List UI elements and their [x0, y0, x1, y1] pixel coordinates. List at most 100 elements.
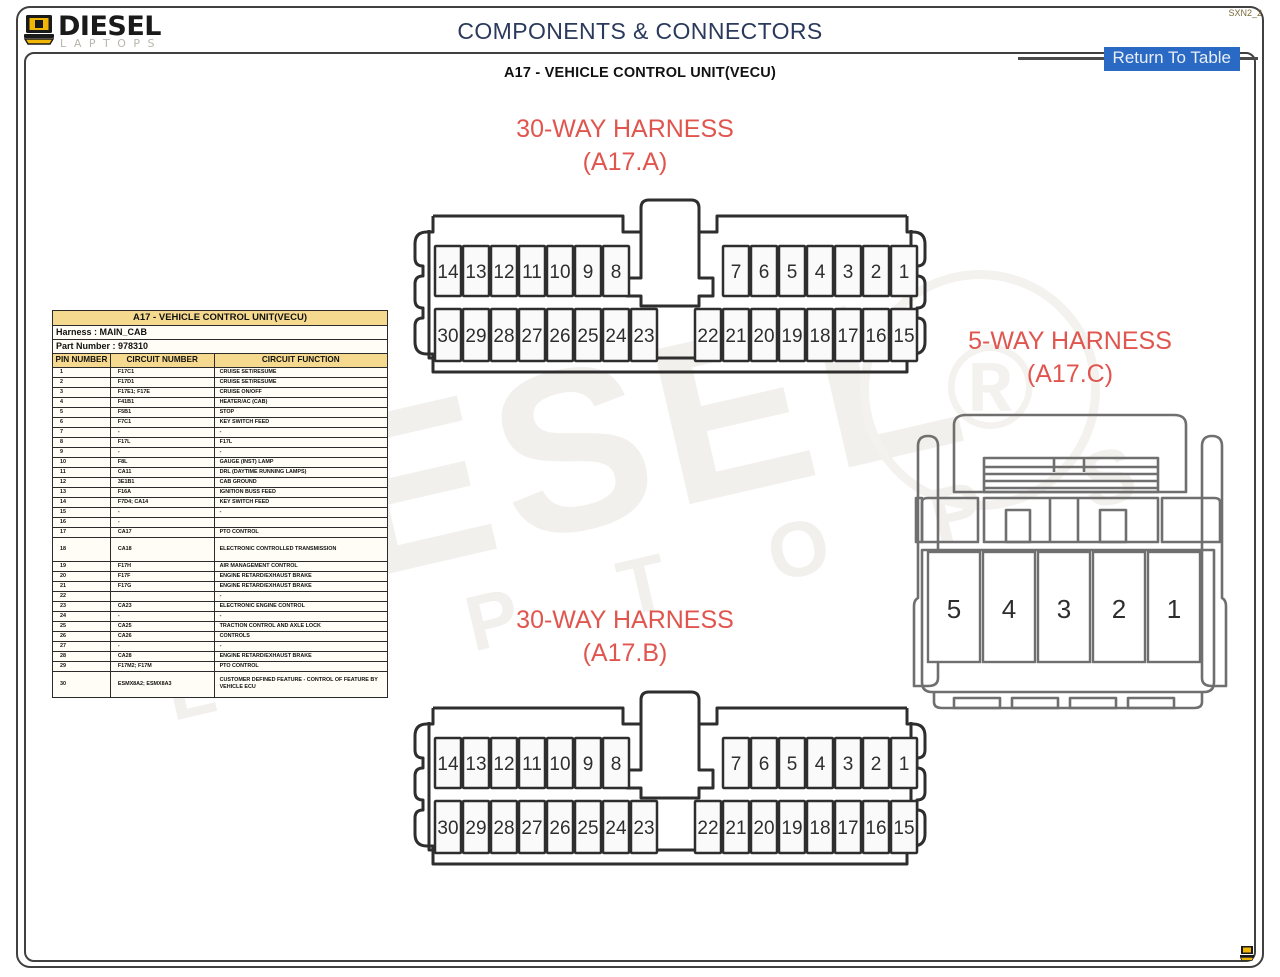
cell-function: CRUISE ON/OFF: [213, 386, 389, 398]
pin-label: 2: [871, 262, 882, 283]
cell-pin: 2: [52, 376, 111, 388]
pin-label: 5: [787, 754, 798, 775]
cell-pin: 26: [52, 630, 111, 642]
harness-label-a-line2: (A17.A): [582, 147, 668, 176]
harness-label-c: 5-WAY HARNESS (A17.C): [910, 325, 1230, 390]
cell-pin: 22: [52, 590, 111, 602]
cell-circuit: CA18: [109, 536, 215, 562]
cell-pin: 24: [52, 610, 111, 622]
harness-label-b-line1: 30-WAY HARNESS: [516, 606, 734, 634]
cell-circuit: F17C1: [109, 366, 215, 378]
cell-circuit: F8L: [109, 456, 215, 468]
pin-label: 26: [549, 818, 570, 839]
connector-diagram-30way-a: 14 13 12 11 10 9 8 7 6 5 4 3 2 1 30 29 2…: [413, 198, 927, 374]
column-header-pin: PIN NUMBER: [52, 353, 111, 368]
cell-pin: 8: [52, 436, 111, 448]
cell-circuit: CA17: [109, 526, 215, 538]
pin-label: 14: [437, 754, 459, 775]
pin-label: 11: [522, 754, 542, 775]
cell-pin: 5: [52, 406, 111, 418]
harness-label-b-line2: (A17.B): [582, 638, 668, 667]
cell-function: ENGINE RETARD/EXHAUST BRAKE: [213, 650, 389, 662]
pin-label: 10: [549, 262, 570, 283]
harness-label-c-line1: 5-WAY HARNESS: [968, 327, 1172, 355]
pin-number-group-c: 5 4 3 2 1: [947, 594, 1181, 624]
cell-circuit: F16A: [109, 486, 215, 498]
table-title: A17 - VEHICLE CONTROL UNIT(VECU): [52, 310, 388, 326]
logo-wordmark: DIESEL: [58, 11, 162, 42]
cell-pin: 6: [52, 416, 111, 428]
pin-label: 4: [815, 262, 826, 283]
pin-label: 5: [787, 262, 798, 283]
cell-function: ENGINE RETARD/EXHAUST BRAKE: [213, 570, 389, 582]
return-to-table-link[interactable]: Return To Table: [1103, 47, 1240, 71]
cell-function: CUSTOMER DEFINED FEATURE - CONTROL OF FE…: [213, 670, 389, 698]
cell-pin: 10: [52, 456, 111, 468]
cell-circuit: F17L: [109, 436, 215, 448]
cell-function: PTO CONTROL: [213, 526, 389, 538]
cell-pin: 3: [52, 386, 111, 398]
cell-function: IGNITION BUSS FEED: [213, 486, 389, 498]
pin-label: 30: [437, 326, 458, 347]
cell-circuit: F17H: [109, 560, 215, 572]
cell-pin: 12: [52, 476, 111, 488]
pin-label: 17: [837, 818, 858, 839]
pin-label: 19: [781, 818, 802, 839]
pin-label: 19: [781, 326, 802, 347]
cell-circuit: CA23: [109, 600, 215, 612]
pin-label: 15: [893, 818, 914, 839]
cell-circuit: 3E1B1: [109, 476, 215, 488]
cell-circuit: F17F: [109, 570, 215, 582]
pin-label: 7: [731, 754, 742, 775]
pin-label: 9: [583, 262, 594, 283]
pin-label: 26: [549, 326, 570, 347]
cell-function: GAUGE (INST) LAMP: [213, 456, 389, 468]
cell-function: -: [213, 610, 389, 622]
pin-label: 27: [521, 818, 542, 839]
pin-label: 24: [605, 818, 627, 839]
cell-function: ENGINE RETARD/EXHAUST BRAKE: [213, 580, 389, 592]
connector-diagram-30way-b: 14 13 12 11 10 9 8 7 6 5 4 3 2 1 30 29 2…: [413, 690, 927, 866]
cell-circuit: -: [109, 516, 215, 528]
pin-label: 20: [753, 326, 774, 347]
cell-function: HEATER/AC (CAB): [213, 396, 389, 408]
pin-label: 13: [465, 754, 486, 775]
pin-label: 22: [697, 818, 718, 839]
pin-number-group-b: 14 13 12 11 10 9 8 7 6 5 4 3 2 1 30 29 2…: [437, 754, 914, 839]
cell-pin: 9: [52, 446, 111, 458]
table-row: 15--: [52, 506, 389, 518]
pin-label: 8: [611, 262, 622, 283]
laptop-icon: [24, 15, 54, 45]
cell-pin: 16: [52, 516, 111, 528]
watermark-circle: [860, 270, 1100, 510]
cell-pin: 25: [52, 620, 111, 632]
logo-subtext: LAPTOPS: [60, 37, 163, 50]
cell-function: CAB GROUND: [213, 476, 389, 488]
pin-label: 25: [577, 326, 598, 347]
cell-function: AIR MANAGEMENT CONTROL: [213, 560, 389, 572]
table-row: 7--: [52, 426, 389, 438]
pin-label: 8: [611, 754, 622, 775]
cell-pin: 30: [52, 670, 111, 698]
pin-number-group-a: 14 13 12 11 10 9 8 7 6 5 4 3 2 1 30 29 2…: [437, 262, 914, 347]
cell-circuit: [109, 590, 215, 602]
harness-label-c-line2: (A17.C): [1026, 359, 1114, 388]
cell-function: -: [213, 446, 389, 458]
cell-pin: 4: [52, 396, 111, 408]
cell-pin: 29: [52, 660, 111, 672]
pin-label: 23: [633, 326, 654, 347]
pin-label: 28: [493, 818, 514, 839]
